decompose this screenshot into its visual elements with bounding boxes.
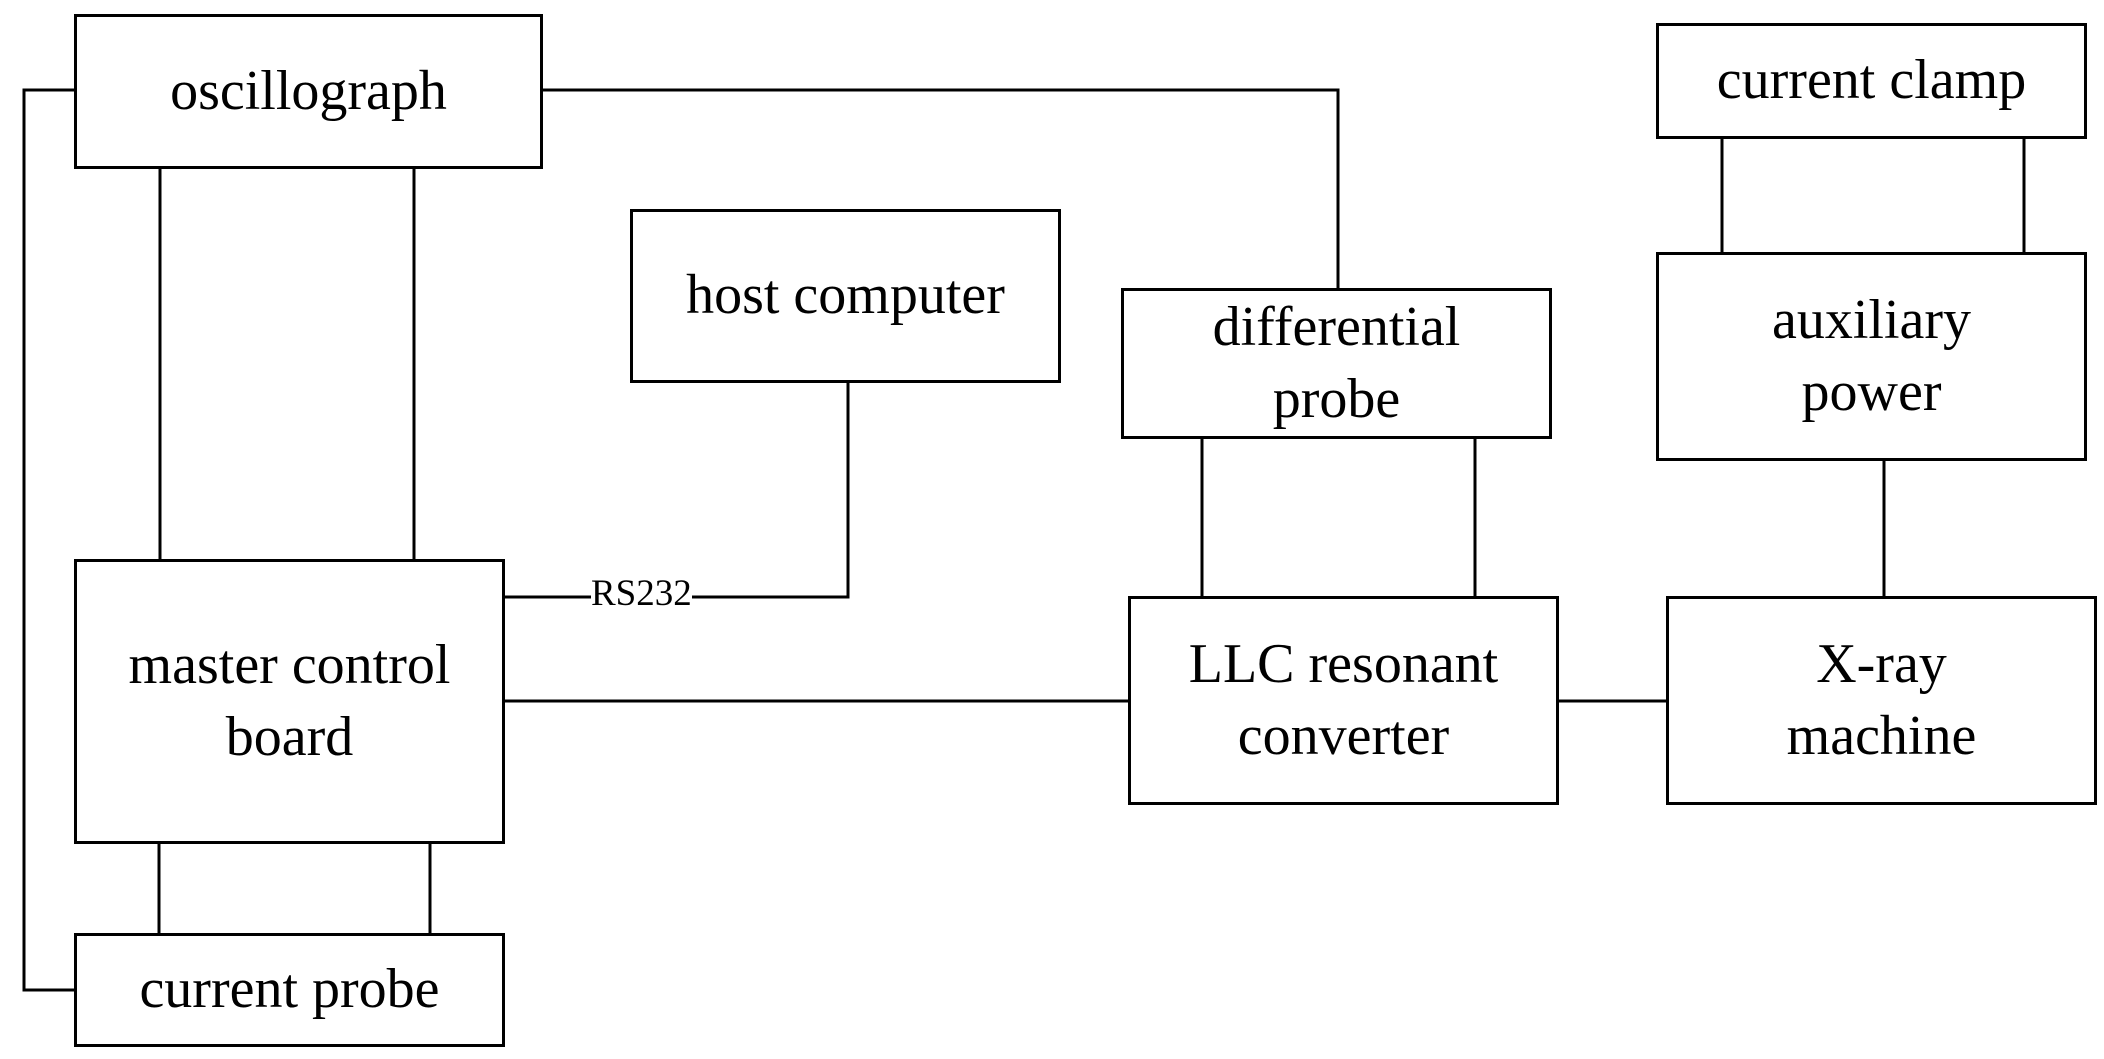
auxiliary-power-box: auxiliary power (1656, 252, 2087, 461)
differential-probe-label-line1: differential (1212, 295, 1461, 358)
host-computer-label: host computer (686, 264, 1005, 327)
auxiliary-power-label-line2: power (1801, 360, 1942, 423)
oscillograph-label: oscillograph (170, 59, 447, 122)
wire-oscillograph-differential-probe (543, 88, 1340, 289)
rs232-label: RS232 (591, 572, 692, 615)
wire-oscillograph-current-probe (22, 88, 74, 992)
master-control-board-box: master control board (74, 559, 505, 844)
llc-resonant-converter-label-line2: converter (1237, 704, 1450, 767)
llc-resonant-converter-label-line1: LLC resonant (1188, 632, 1499, 695)
xray-machine-label-line1: X-ray (1816, 632, 1947, 695)
current-probe-label: current probe (139, 958, 440, 1021)
xray-machine-label-line2: machine (1786, 704, 1977, 767)
llc-resonant-converter-box: LLC resonant converter (1128, 596, 1559, 805)
auxiliary-power-label-line1: auxiliary (1771, 288, 1972, 351)
current-clamp-box: current clamp (1656, 23, 2087, 139)
current-probe-box: current probe (74, 933, 505, 1047)
master-control-board-label-line2: board (225, 705, 354, 768)
differential-probe-label-line2: probe (1272, 367, 1401, 430)
xray-machine-box: X-ray machine (1666, 596, 2097, 805)
master-control-board-label-line1: master control (128, 633, 451, 696)
host-computer-box: host computer (630, 209, 1061, 383)
current-clamp-label: current clamp (1716, 49, 2027, 112)
wire-master-control-host-computer-rs232 (503, 382, 850, 599)
differential-probe-box: differential probe (1121, 288, 1552, 439)
oscillograph-box: oscillograph (74, 14, 543, 169)
